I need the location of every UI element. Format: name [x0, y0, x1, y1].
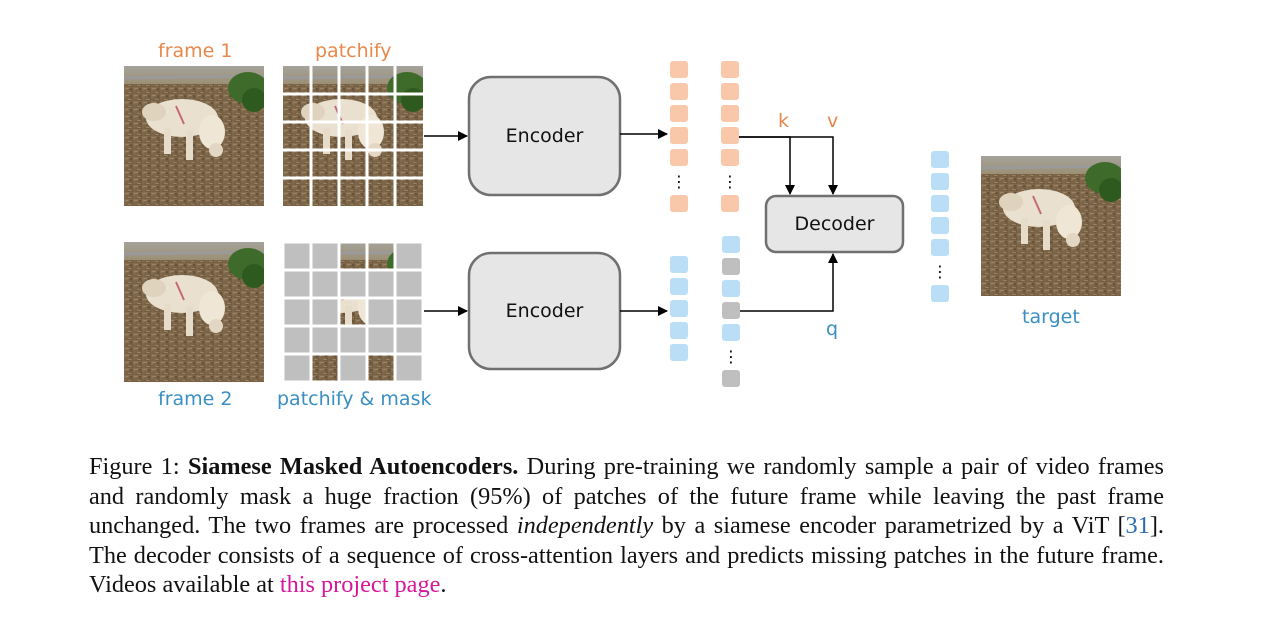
tokens-output-ellipsis: ⋮ — [932, 262, 948, 281]
diagram-svg: Encoder Encoder ⋮ ⋮ — [124, 61, 1121, 387]
frame2-label: frame 2 — [158, 388, 233, 410]
tokens-frame1-encoded — [670, 61, 688, 212]
tokens-frame2-encoded — [670, 256, 688, 361]
tokens-decoder-output — [931, 151, 949, 302]
caption-text-2: by a siamese encoder parametrized by a V… — [653, 512, 1126, 539]
tokens-query-ellipsis: ⋮ — [723, 347, 739, 366]
query-connector — [740, 253, 838, 312]
encoder-bottom-label: Encoder — [506, 300, 584, 322]
caption-text-3: ]. The decoder consists of a sequence of… — [89, 512, 1165, 598]
figure-caption: Figure 1: Siamese Masked Autoencoders. D… — [89, 452, 1164, 600]
frame2-image — [124, 242, 264, 382]
masked-patches-frame2 — [281, 240, 425, 384]
decoder-box: Decoder — [764, 194, 905, 254]
frame1-label: frame 1 — [158, 40, 233, 62]
tokens-kv-ellipsis: ⋮ — [722, 172, 738, 191]
frame1-image — [124, 66, 264, 206]
tokens-frame2-with-mask — [722, 236, 740, 387]
caption-title: Siamese Masked Autoencoders. — [187, 453, 519, 480]
encoder-bottom-box: Encoder — [467, 251, 622, 371]
figure: frame 1 patchify frame 2 patchify & mask… — [124, 40, 1121, 410]
tokens-frame1-ellipsis: ⋮ — [671, 172, 687, 191]
target-image — [981, 156, 1121, 296]
patchify-mask-label: patchify & mask — [277, 388, 432, 410]
patchified-frame1 — [283, 66, 423, 206]
target-label: target — [1022, 306, 1080, 328]
patchify-label: patchify — [315, 40, 392, 62]
value-label: v — [827, 110, 839, 132]
encoder-top-label: Encoder — [506, 125, 584, 147]
project-page-link[interactable]: this project page — [279, 571, 441, 598]
kv-connectors — [739, 136, 838, 195]
decoder-label: Decoder — [795, 213, 875, 235]
encoder-top-box: Encoder — [467, 75, 622, 197]
caption-prefix: Figure 1: — [89, 453, 188, 480]
citation-link[interactable]: 31 — [1125, 512, 1150, 539]
key-label: k — [778, 110, 790, 132]
query-label: q — [826, 318, 839, 340]
tokens-frame1-keys-values — [721, 61, 739, 212]
caption-emphasis: independently — [516, 512, 654, 539]
caption-text-1: During pre-training we randomly sample a… — [89, 453, 1165, 539]
caption-text-4: . — [440, 571, 447, 598]
